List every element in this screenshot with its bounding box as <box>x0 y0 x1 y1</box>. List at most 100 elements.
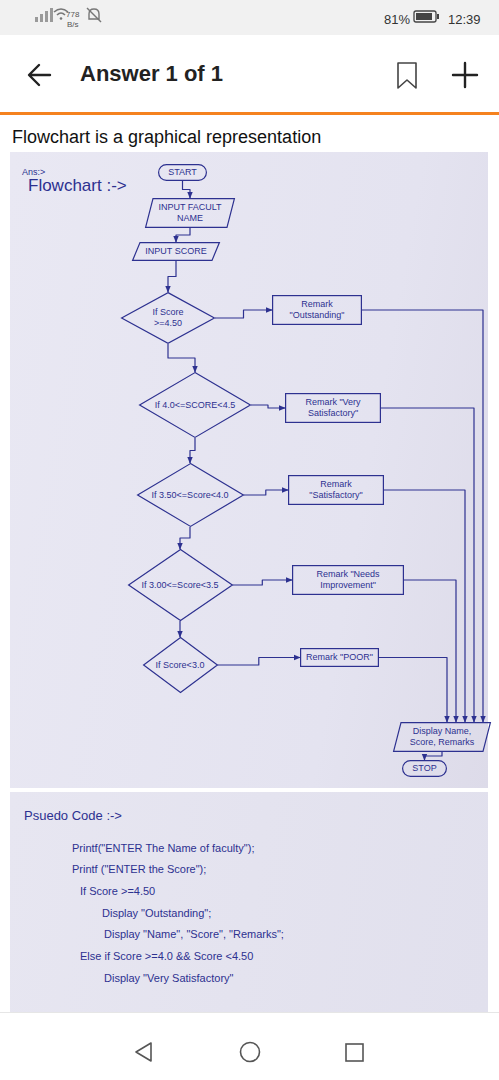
node-text: Remark "Very Satisfactory" <box>291 397 375 419</box>
node-text: STOP <box>412 763 436 774</box>
node-text: Remark "Satisfactory" <box>294 479 378 501</box>
flow-connector <box>183 181 191 198</box>
pseudocode-line: Else if Score >=4.0 && Score <4.50 <box>80 950 253 962</box>
process-box: Remark "Outstanding" <box>272 295 362 325</box>
decision-diamond: If 4.0<=SCORE<4.5 <box>139 372 251 438</box>
node-text: If Score<3.0 <box>156 660 205 671</box>
decision-diamond: If 3.50<=Score<4.0 <box>137 463 244 527</box>
label-slot: Display "Very Satisfactory" <box>104 968 233 986</box>
node-text: INPUT SCORE <box>145 246 206 257</box>
shape-path <box>137 464 243 527</box>
shape-path <box>289 476 384 505</box>
answer-tag: Ans:> <box>22 167 45 177</box>
flow-connector <box>244 490 289 495</box>
label-slot: Printf("ENTER The Name of faculty"); <box>72 838 254 856</box>
label-slot: 12:39 <box>448 10 481 28</box>
flow-connector <box>404 580 456 722</box>
flow-connector <box>384 490 465 722</box>
shape-path <box>143 638 217 693</box>
process-box: Remark "POOR" <box>300 648 379 667</box>
flowchart-photo <box>10 152 488 788</box>
pseudocode-line: If Score >=4.50 <box>80 885 155 897</box>
node-text: Display Name, Score, Remarks <box>406 726 478 748</box>
shape-path <box>122 293 215 344</box>
label-slot: If Score >=4.50 <box>80 881 155 899</box>
nav-back-icon <box>136 1043 151 1061</box>
pseudocode-line: Display "Outstanding"; <box>102 907 211 919</box>
pseudocode-line: Display "Very Satisfactory" <box>104 972 233 984</box>
label-slot: Display "Outstanding"; <box>102 903 211 921</box>
signal-icon <box>35 8 53 22</box>
input-output-box: INPUT SCORE <box>132 242 220 261</box>
flow-connector <box>251 405 285 408</box>
node-text: Remark "Outstanding" <box>278 299 356 321</box>
shape-path <box>140 373 251 438</box>
bookmark-icon <box>398 63 416 88</box>
decision-diamond: If Score >=4.50 <box>121 292 215 344</box>
node-text: Remark "Needs Improvement" <box>298 569 398 591</box>
wifi-icon <box>54 9 68 20</box>
flow-connector <box>362 310 483 722</box>
label-slot: Flowchart is a graphical representation <box>12 127 321 148</box>
pseudocode-photo <box>10 792 488 1012</box>
header-accent-line <box>0 112 499 115</box>
network-speed: 778 <box>66 10 79 19</box>
flow-connector <box>425 752 443 760</box>
node-text: START <box>168 167 197 178</box>
flow-connector <box>176 228 190 242</box>
mute-icon <box>87 8 101 22</box>
flow-connector <box>180 527 190 549</box>
flow-connector <box>190 438 195 463</box>
header-bar <box>0 35 499 112</box>
shape-path <box>301 649 379 667</box>
battery-percent: 81% <box>384 12 410 27</box>
flow-connector <box>218 658 301 666</box>
screen-title: Answer 1 of 1 <box>80 61 223 86</box>
pseudocode-line: Printf ("ENTER the Score"); <box>72 863 206 875</box>
battery-icon <box>414 11 439 22</box>
decision-diamond: If 3.00<=Score<3.5 <box>128 549 233 621</box>
label-slot: B/s <box>67 13 79 31</box>
shape-path <box>128 550 232 621</box>
pseudocode-heading: Psuedo Code :-> <box>24 808 122 823</box>
decision-diamond: If Score<3.0 <box>143 637 218 693</box>
label-slot: Display "Name", "Score", "Remarks"; <box>104 924 284 942</box>
flow-connector <box>168 261 176 292</box>
node-text: Remark "POOR" <box>306 652 373 663</box>
clock-time: 12:39 <box>448 12 481 27</box>
back-arrow-icon <box>29 65 50 85</box>
shape-path <box>403 761 447 777</box>
shape-path <box>133 243 220 261</box>
add-icon <box>453 63 477 87</box>
terminal-box: STOP <box>402 760 447 777</box>
flow-connector <box>179 621 180 637</box>
input-output-box: INPUT FACULT NAME <box>145 198 235 228</box>
label-slot: Printf ("ENTER the Score"); <box>72 859 206 877</box>
navigation-bar <box>0 1012 499 1080</box>
flow-connector <box>215 310 272 318</box>
shape-path <box>394 723 491 752</box>
nav-recent-icon <box>346 1044 363 1061</box>
node-text: If 3.00<=Score<3.5 <box>142 580 219 591</box>
shape-path <box>286 394 381 423</box>
terminal-box: START <box>158 164 207 181</box>
network-unit: B/s <box>67 20 79 29</box>
label-slot: 81% <box>384 10 410 28</box>
label-slot: 778 <box>66 3 79 21</box>
shape-path <box>273 296 362 325</box>
flow-connector <box>168 344 195 372</box>
flowchart-heading: Flowchart :-> <box>28 176 127 195</box>
node-text: INPUT FACULT NAME <box>158 202 222 224</box>
pseudocode-line: Printf("ENTER The Name of faculty"); <box>72 842 254 854</box>
shape-path <box>146 199 235 228</box>
process-box: Remark "Satisfactory" <box>288 475 384 505</box>
input-output-box: Display Name, Score, Remarks <box>393 722 491 752</box>
label-slot: Psuedo Code :-> <box>24 806 122 824</box>
node-text: If 3.50<=Score<4.0 <box>152 490 229 501</box>
answer-intro: Flowchart is a graphical representation <box>12 127 321 147</box>
node-text: If 4.0<=SCORE<4.5 <box>155 400 235 411</box>
flow-connector <box>233 580 293 585</box>
label-slot: Else if Score >=4.0 && Score <4.50 <box>80 946 253 964</box>
